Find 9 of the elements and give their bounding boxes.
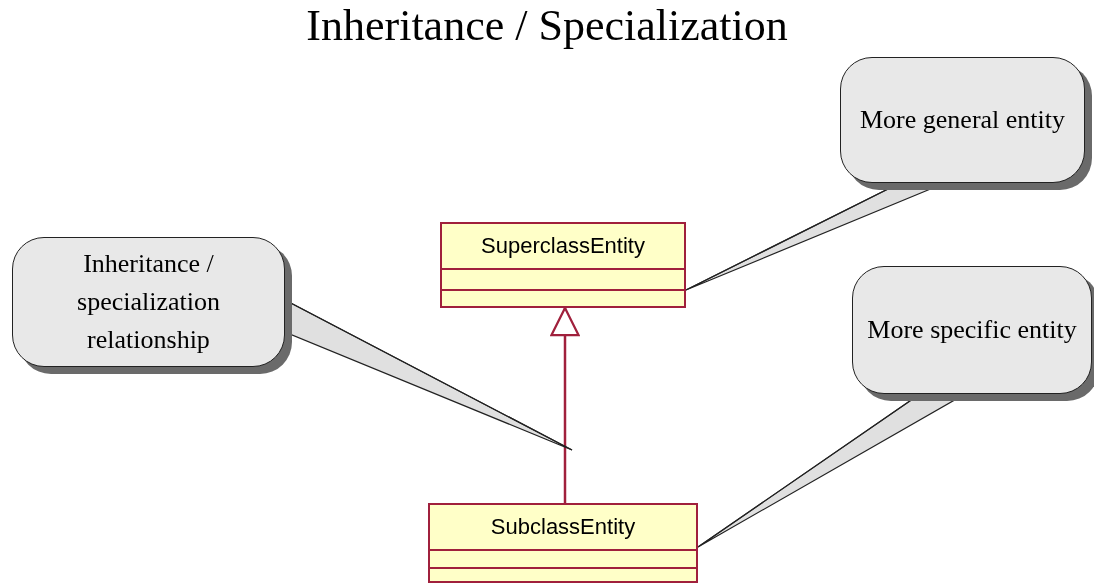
class-name: SubclassEntity <box>489 513 637 541</box>
title: Inheritance / Specialization <box>305 0 789 52</box>
class-box <box>428 503 698 583</box>
callout-text: More specific entity <box>867 314 1077 347</box>
inheritance-arrow <box>550 306 580 503</box>
callout-text: More general entity <box>860 104 1065 137</box>
callout-text: Inheritance / specialization relationship <box>76 248 221 356</box>
class-name: SuperclassEntity <box>480 232 646 260</box>
class-box <box>440 222 686 308</box>
